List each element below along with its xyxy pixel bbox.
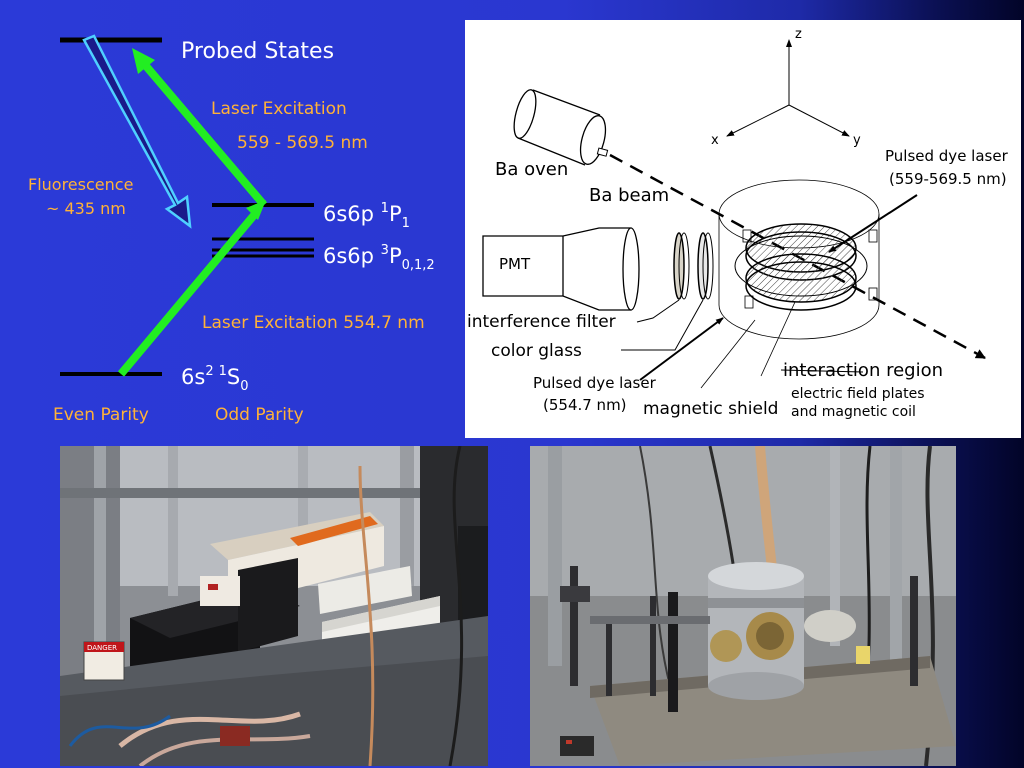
even-parity-label: Even Parity	[53, 405, 149, 425]
interaction-region-leader	[780, 369, 864, 373]
fluorescence-arrow	[82, 34, 192, 229]
ba-oven	[513, 89, 609, 170]
field-plates-label-1: electric field plates	[791, 386, 925, 402]
apparatus-schematic: z x y Ba oven Ba beam	[465, 20, 1021, 438]
ba-beam-label: Ba beam	[589, 185, 669, 206]
axis-y-label: y	[853, 133, 861, 148]
ba-oven-label: Ba oven	[495, 159, 568, 180]
lab-photo-laser-table: DANGER	[60, 446, 488, 766]
danger-sign-label: DANGER	[87, 644, 117, 652]
field-plates-label-2: and magnetic coil	[791, 404, 916, 420]
laser-beam-top	[828, 194, 918, 253]
laser-arrow-upper	[132, 48, 268, 208]
interference-filter-leader	[636, 299, 680, 323]
odd-parity-label: Odd Parity	[215, 405, 304, 425]
interference-filter-label: interference filter	[467, 312, 616, 332]
probed-states-label: Probed States	[181, 39, 334, 64]
interaction-region-label: interaction region	[783, 360, 943, 381]
pulsed-dye-laser-bottom-label-1: Pulsed dye laser	[533, 374, 657, 392]
laser-beam-bottom	[639, 317, 724, 381]
pulsed-dye-laser-top-label-1: Pulsed dye laser	[885, 147, 1009, 165]
pmt	[482, 227, 640, 311]
color-glass-leader	[621, 299, 704, 351]
energy-level-diagram: Probed States Laser Excitation 559 - 569…	[28, 34, 435, 425]
axis-x-label: x	[711, 133, 719, 148]
pulsed-dye-laser-bottom-label-2: (554.7 nm)	[543, 396, 627, 414]
pmt-label: PMT	[499, 255, 531, 273]
pulsed-dye-laser-top-label-2: (559-569.5 nm)	[889, 170, 1007, 188]
filters	[673, 232, 714, 300]
laser-excitation-lower-label: Laser Excitation 554.7 nm	[202, 313, 425, 333]
state-3p-label: 6s6p 3P0,1,2	[323, 243, 435, 273]
color-glass-label: color glass	[491, 341, 582, 361]
state-1p1-label: 6s6p 1P1	[323, 201, 410, 231]
laser-wavelength-upper-label: 559 - 569.5 nm	[237, 133, 368, 153]
coordinate-axes: z x y	[711, 27, 861, 148]
magnetic-shield-label: magnetic shield	[643, 399, 778, 419]
laser-arrow-lower	[117, 200, 266, 377]
lab-photo-vacuum-chamber	[530, 446, 956, 766]
magnetic-shield-leader	[700, 319, 756, 389]
laser-excitation-upper-label: Laser Excitation	[211, 99, 347, 119]
chamber	[718, 179, 880, 340]
interaction-region-pointer	[760, 301, 796, 377]
fluorescence-wavelength-label: ~ 435 nm	[46, 199, 126, 218]
axis-z-label: z	[795, 27, 802, 42]
fluorescence-label: Fluorescence	[28, 175, 133, 194]
